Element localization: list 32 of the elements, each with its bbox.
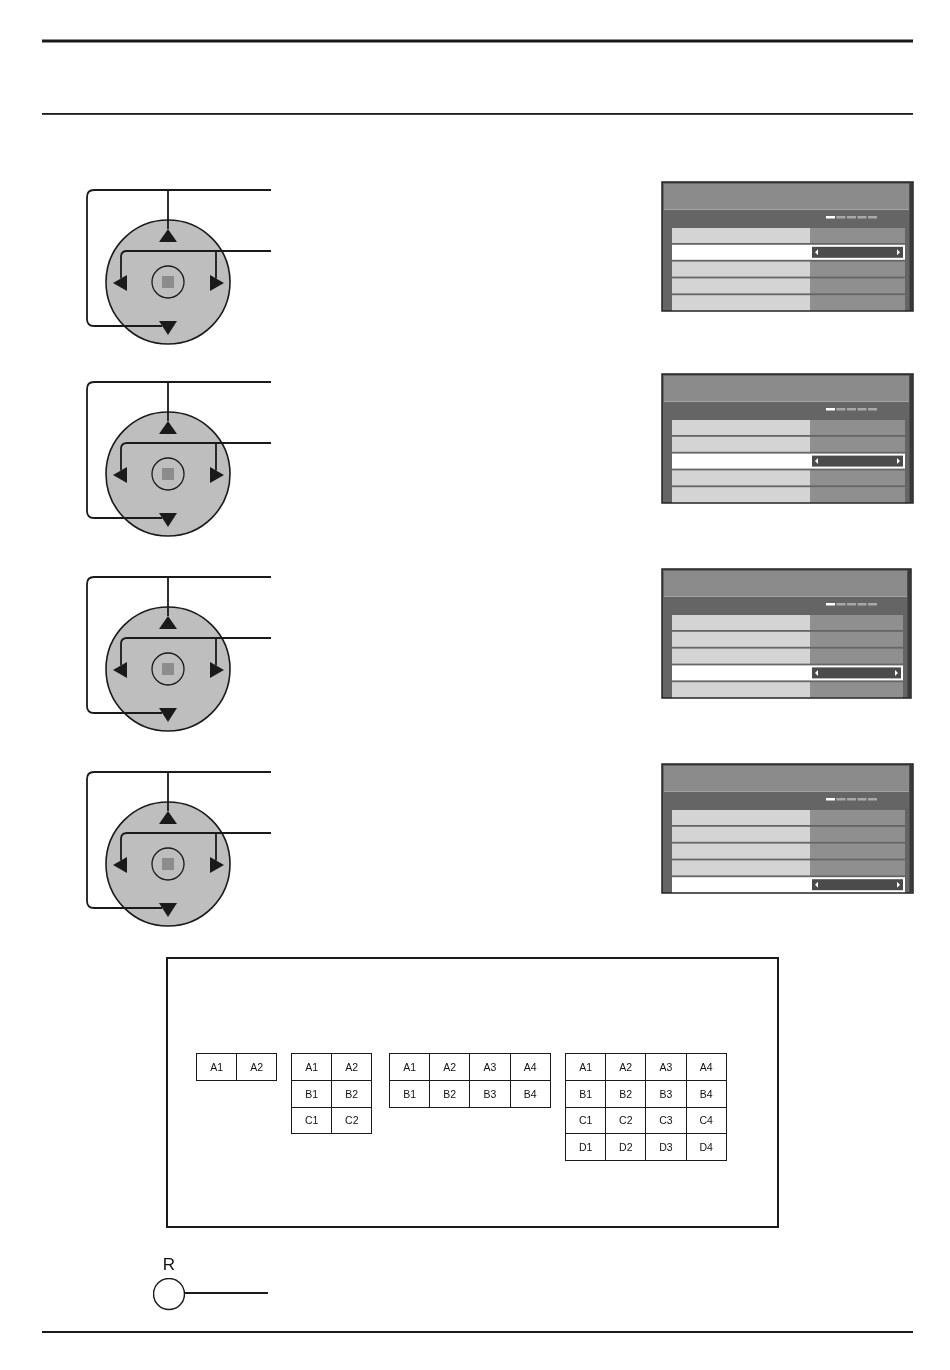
leader-line bbox=[86, 189, 272, 327]
triangle-arrow-icon bbox=[159, 421, 177, 434]
triangle-arrow-icon bbox=[113, 275, 127, 291]
triangle-arrow-icon bbox=[159, 903, 177, 917]
table-cell: C2 bbox=[331, 1106, 373, 1135]
triangle-arrow-icon bbox=[113, 662, 127, 678]
leader-line bbox=[86, 771, 272, 909]
leader-line bbox=[86, 576, 272, 714]
triangle-arrow-icon bbox=[210, 467, 224, 483]
table-cell: A1 bbox=[196, 1053, 238, 1081]
triangle-arrow-icon bbox=[159, 708, 177, 722]
leader-line bbox=[86, 381, 272, 519]
table-cell: A2 bbox=[236, 1053, 278, 1081]
leader-line bbox=[184, 1292, 269, 1294]
triangle-arrow-icon bbox=[210, 662, 224, 678]
table-cell: D4 bbox=[685, 1133, 727, 1162]
table-cell: A2 bbox=[331, 1053, 373, 1081]
triangle-arrow-icon bbox=[210, 857, 224, 873]
triangle-arrow-icon bbox=[113, 467, 127, 483]
table-cell: A4 bbox=[685, 1053, 727, 1081]
triangle-arrow-icon bbox=[210, 275, 224, 291]
triangle-arrow-icon bbox=[159, 513, 177, 527]
triangle-arrow-icon bbox=[159, 229, 177, 242]
triangle-arrow-icon bbox=[159, 616, 177, 629]
table-cell: A1 bbox=[291, 1053, 333, 1081]
table-cell: A1 bbox=[389, 1053, 431, 1081]
triangle-arrow-icon bbox=[159, 811, 177, 824]
table-cell: A1 bbox=[565, 1053, 607, 1081]
table-cell: D1 bbox=[565, 1133, 607, 1162]
triangle-arrow-icon bbox=[113, 857, 127, 873]
table-cell: A4 bbox=[509, 1053, 551, 1081]
triangle-arrow-icon bbox=[159, 321, 177, 335]
